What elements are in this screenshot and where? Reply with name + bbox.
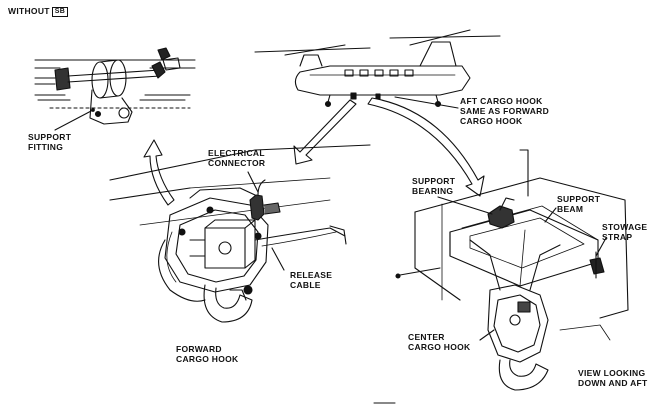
support-bearing-leader [437, 196, 493, 215]
center-hook-callout-arrow [367, 97, 485, 197]
aft-cargo-hook-label: AFT CARGO HOOK SAME AS FORWARD CARGO HOO… [460, 96, 550, 126]
release-cable-leader [271, 247, 285, 271]
center-cargo-hook-label: CENTER CARGO HOOK [408, 332, 471, 352]
stowage-strap-leader [595, 237, 607, 257]
center-cargo-hook-leader [479, 329, 495, 341]
view-label: VIEW LOOKING DOWN AND AFT [578, 368, 648, 388]
forward-cargo-hook-label: FORWARD CARGO HOOK [176, 344, 239, 364]
sb-badge: SB [51, 7, 69, 17]
center-cargo-hook-illustration [395, 149, 629, 391]
support-fitting-leader [54, 109, 94, 131]
support-bearing-label: SUPPORT BEARING [412, 176, 456, 196]
stowage-strap-label: STOWAGE STRAP [602, 222, 648, 242]
support-fitting-callout-arrow [143, 139, 175, 206]
support-fitting-detail [34, 47, 196, 125]
release-cable-label: RELEASE CABLE [290, 270, 333, 290]
forward-cargo-hook-illustration [109, 144, 371, 323]
forward-hook-callout-arrow [293, 99, 357, 165]
support-fitting-label: SUPPORT FITTING [28, 132, 72, 152]
helicopter-illustration [254, 29, 501, 108]
electrical-connector-label: ELECTRICAL CONNECTOR [208, 148, 266, 168]
electrical-connector-leader [247, 171, 259, 193]
support-beam-label: SUPPORT BEAM [557, 194, 601, 214]
aft-cargo-hook-leader [394, 96, 459, 109]
support-beam-leader [544, 207, 557, 223]
